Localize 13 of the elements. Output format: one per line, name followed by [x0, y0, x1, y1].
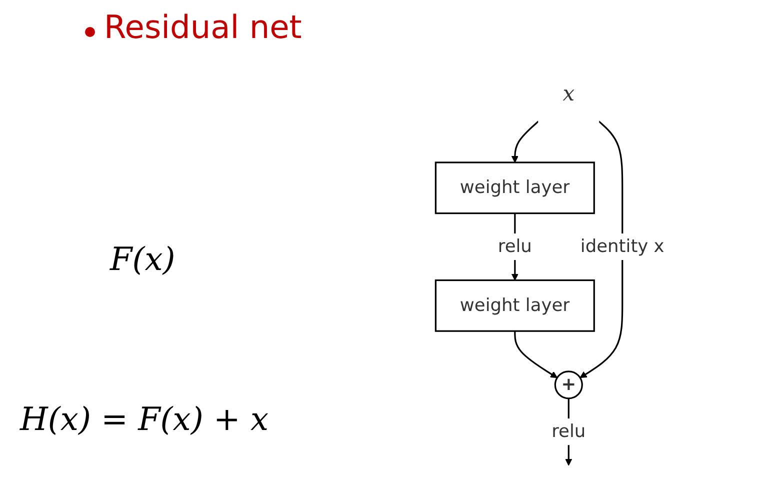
formula-label: H(x) = F(x) + x — [20, 400, 268, 438]
edge-label: identity x — [580, 236, 664, 257]
arrow — [511, 120, 540, 163]
title: Residual net — [104, 8, 302, 46]
node-circle: + — [554, 370, 583, 400]
node-box: weight layer — [434, 162, 595, 214]
formula-label: F(x) — [110, 240, 176, 278]
arrow — [580, 120, 624, 378]
arrow — [514, 331, 558, 378]
edge-label: relu — [498, 236, 532, 257]
edge-label: relu — [552, 422, 586, 442]
node-box: weight layer — [434, 279, 595, 332]
node-text: x — [562, 82, 575, 106]
